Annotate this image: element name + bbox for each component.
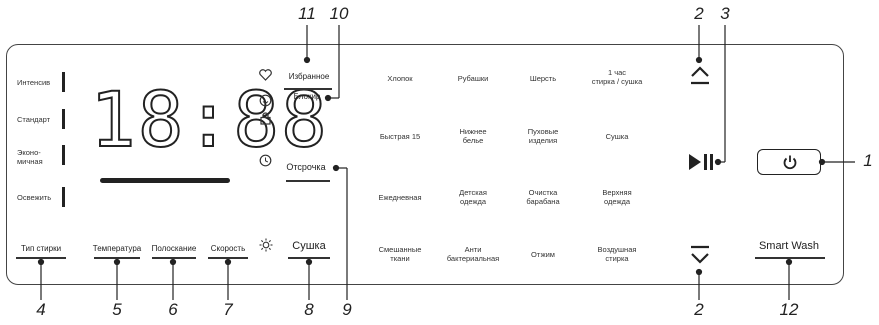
power-button[interactable] bbox=[757, 149, 821, 175]
intensity-label-intensive: Интенсив bbox=[17, 78, 51, 87]
power-icon bbox=[783, 155, 797, 170]
heart-icon bbox=[259, 69, 272, 81]
intensity-indicator-1 bbox=[62, 72, 65, 92]
up-arrow-icon[interactable] bbox=[689, 63, 711, 87]
program-shirts[interactable]: Рубашки bbox=[457, 74, 489, 83]
program-quick-15[interactable]: Быстрая 15 bbox=[379, 132, 421, 141]
speed-button[interactable]: Скорость bbox=[210, 244, 246, 253]
program-drum-clean[interactable]: Очистка барабана bbox=[526, 188, 560, 206]
program-underwear[interactable]: Нижнее белье bbox=[459, 127, 487, 145]
callout-6: 6 bbox=[168, 300, 178, 319]
smart-wash-button[interactable]: Smart Wash bbox=[758, 240, 820, 252]
program-baby[interactable]: Детская одежда bbox=[459, 188, 487, 206]
dry-button[interactable]: Сушка bbox=[292, 240, 326, 252]
program-1h-wash-dry[interactable]: 1 час стирка / сушка bbox=[591, 68, 643, 86]
display-progress-bar bbox=[100, 178, 230, 183]
callout-4: 4 bbox=[36, 300, 46, 319]
clock-icon bbox=[259, 154, 272, 167]
callout-10: 10 bbox=[329, 4, 349, 23]
delay-button[interactable]: Отсрочка bbox=[286, 162, 326, 172]
program-dry[interactable]: Сушка bbox=[605, 132, 629, 141]
callout-12: 12 bbox=[779, 300, 799, 319]
rinse-underline bbox=[152, 257, 196, 259]
intensity-label-standard: Стандарт bbox=[17, 115, 51, 124]
dry-underline bbox=[288, 257, 330, 259]
speed-underline bbox=[208, 257, 248, 259]
sun-icon bbox=[259, 238, 273, 252]
wash-type-button[interactable]: Тип стирки bbox=[20, 244, 62, 253]
intensity-indicator-3 bbox=[62, 145, 65, 165]
callout-11: 11 bbox=[298, 4, 316, 23]
wash-type-underline bbox=[16, 257, 66, 259]
favorite-button[interactable]: Избранное bbox=[288, 72, 330, 81]
intensity-indicator-2 bbox=[62, 109, 65, 129]
delay-underline bbox=[286, 180, 330, 182]
favorite-divider bbox=[284, 88, 332, 90]
callout-2-top: 2 bbox=[694, 4, 704, 23]
callout-5: 5 bbox=[112, 300, 122, 319]
program-cotton[interactable]: Хлопок bbox=[387, 74, 413, 83]
callout-8: 8 bbox=[304, 300, 314, 319]
callout-2-bottom: 2 bbox=[694, 300, 704, 319]
smart-wash-underline bbox=[755, 257, 825, 259]
callout-3: 3 bbox=[720, 4, 730, 23]
down-arrow-icon[interactable] bbox=[689, 244, 711, 268]
smiley-icon bbox=[259, 94, 272, 107]
callout-7: 7 bbox=[223, 300, 233, 319]
program-spin[interactable]: Отжим bbox=[531, 250, 555, 259]
intensity-label-refresh: Освежить bbox=[17, 193, 52, 202]
callout-1: 1 bbox=[863, 151, 873, 170]
program-air-wash[interactable]: Воздушная стирка bbox=[597, 245, 637, 263]
program-antibacterial[interactable]: Анти бактериальная bbox=[446, 245, 500, 263]
temperature-button[interactable]: Температура bbox=[92, 244, 142, 253]
program-outerwear[interactable]: Верхняя одежда bbox=[602, 188, 632, 206]
program-wool[interactable]: Шерсть bbox=[529, 74, 557, 83]
control-panel bbox=[6, 44, 844, 285]
program-daily[interactable]: Ежедневная bbox=[378, 193, 422, 202]
temperature-underline bbox=[94, 257, 140, 259]
program-down[interactable]: Пуховые изделия bbox=[527, 127, 559, 145]
time-display: 18:88 bbox=[89, 75, 329, 164]
callout-9: 9 bbox=[342, 300, 352, 319]
play-pause-icon[interactable] bbox=[688, 152, 718, 172]
program-mixed[interactable]: Смешанные ткани bbox=[378, 245, 422, 263]
lock-icon bbox=[260, 112, 271, 125]
intensity-label-eco: Эконо- мичная bbox=[17, 148, 43, 166]
intensity-indicator-4 bbox=[62, 187, 65, 207]
rinse-button[interactable]: Полоскание bbox=[151, 244, 197, 253]
lock-button[interactable]: Блокир bbox=[293, 92, 321, 101]
